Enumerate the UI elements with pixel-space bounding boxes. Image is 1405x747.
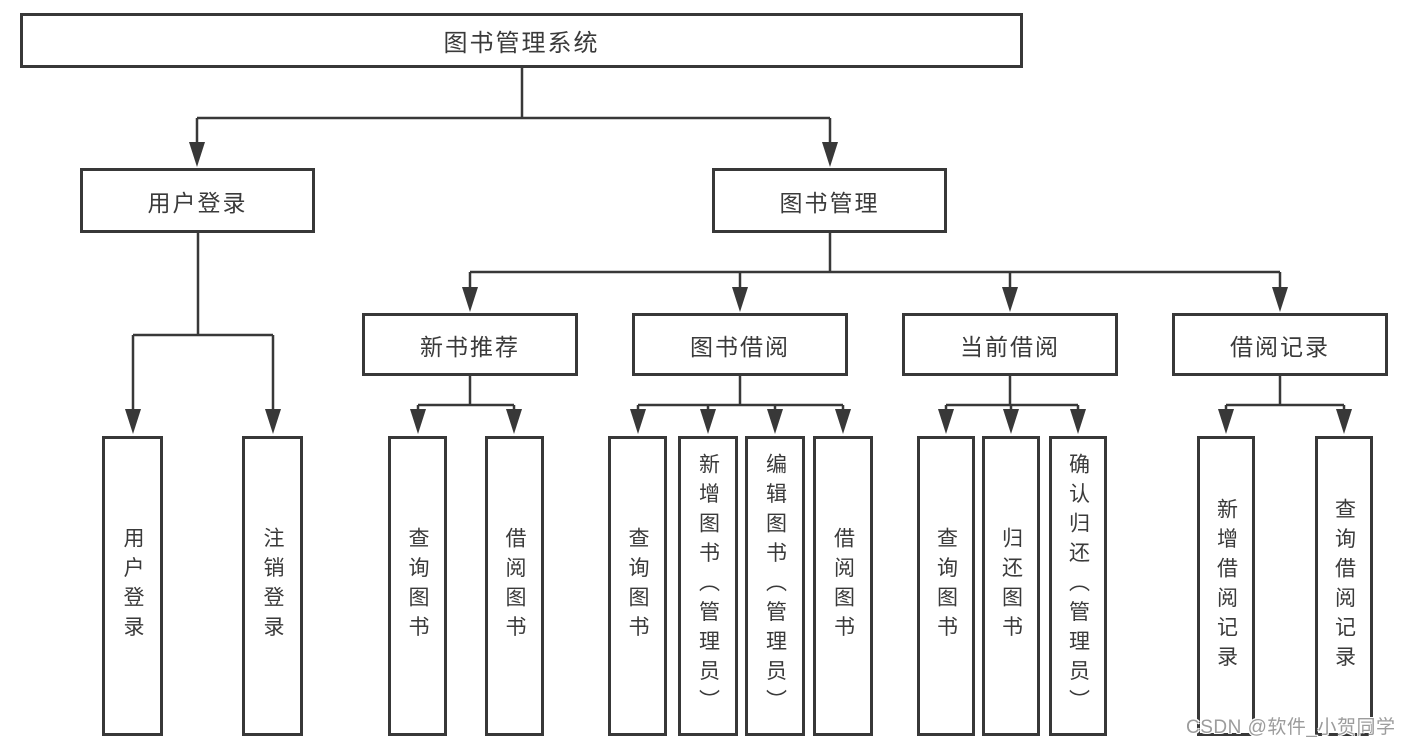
arrowhead — [1003, 409, 1019, 434]
arrowhead — [462, 287, 478, 312]
leaf-borrow-books-recommend: 借阅图书 — [485, 436, 544, 736]
arrowhead — [767, 409, 783, 434]
arrowhead — [1002, 287, 1018, 312]
node-borrowing-records: 借阅记录 — [1172, 313, 1388, 376]
arrowhead — [630, 409, 646, 434]
node-root-label: 图书管理系统 — [443, 30, 600, 57]
leaf-confirm-return-admin: 确认归还（管理员） — [1049, 436, 1107, 736]
arrowhead — [1272, 287, 1288, 312]
node-current-borrowing: 当前借阅 — [902, 313, 1118, 376]
arrowhead — [938, 409, 954, 434]
node-book-management-label: 图书管理 — [779, 189, 880, 216]
arrowhead — [700, 409, 716, 434]
arrowhead — [1070, 409, 1086, 434]
leaf-edit-books-admin: 编辑图书（管理员） — [745, 436, 805, 736]
leaf-borrow-books-borrowing: 借阅图书 — [813, 436, 873, 736]
leaf-add-books-admin: 新增图书（管理员） — [678, 436, 738, 736]
arrowhead — [1218, 409, 1234, 434]
arrowhead — [732, 287, 748, 312]
leaf-add-borrow-record: 新增借阅记录 — [1197, 436, 1255, 736]
arrowhead — [822, 142, 838, 167]
arrowheads — [125, 142, 1352, 434]
leaf-query-books-borrowing: 查询图书 — [608, 436, 667, 736]
arrowhead — [506, 409, 522, 434]
leaf-user-login: 用户登录 — [102, 436, 163, 736]
leaf-logout-login: 注销登录 — [242, 436, 303, 736]
node-book-management: 图书管理 — [712, 168, 947, 233]
connector-current-borrowing-to-leaves — [944, 376, 1080, 410]
arrowhead — [1336, 409, 1352, 434]
arrowhead — [835, 409, 851, 434]
node-root-library-system: 图书管理系统 — [20, 13, 1023, 68]
connector-book-borrowing-to-leaves — [636, 376, 845, 410]
arrowhead — [189, 142, 205, 167]
node-new-book-recommend: 新书推荐 — [362, 313, 578, 376]
node-book-borrowing: 图书借阅 — [632, 313, 848, 376]
leaf-query-borrow-record: 查询借阅记录 — [1315, 436, 1373, 736]
connector-new-book-recommend-to-leaves — [416, 376, 516, 410]
connector-root-to-level2 — [195, 68, 832, 144]
node-new-book-recommend-label: 新书推荐 — [420, 333, 520, 360]
csdn-watermark: CSDN @软件_小贺同学 — [1186, 717, 1396, 738]
node-user-login-label: 用户登录 — [147, 189, 248, 216]
node-borrowing-records-label: 借阅记录 — [1230, 333, 1330, 360]
arrowhead — [410, 409, 426, 434]
node-user-login: 用户登录 — [80, 168, 315, 233]
node-current-borrowing-label: 当前借阅 — [960, 333, 1060, 360]
leaf-query-books-recommend: 查询图书 — [388, 436, 447, 736]
connector-user-login-to-leaves — [131, 233, 275, 410]
arrowhead — [265, 409, 281, 434]
node-book-borrowing-label: 图书借阅 — [690, 333, 790, 360]
leaf-query-books-current: 查询图书 — [917, 436, 975, 736]
connector-borrowing-records-to-leaves — [1224, 376, 1346, 410]
arrowhead — [125, 409, 141, 434]
leaf-return-books: 归还图书 — [982, 436, 1040, 736]
connector-book-management-to-level3 — [468, 233, 1282, 288]
